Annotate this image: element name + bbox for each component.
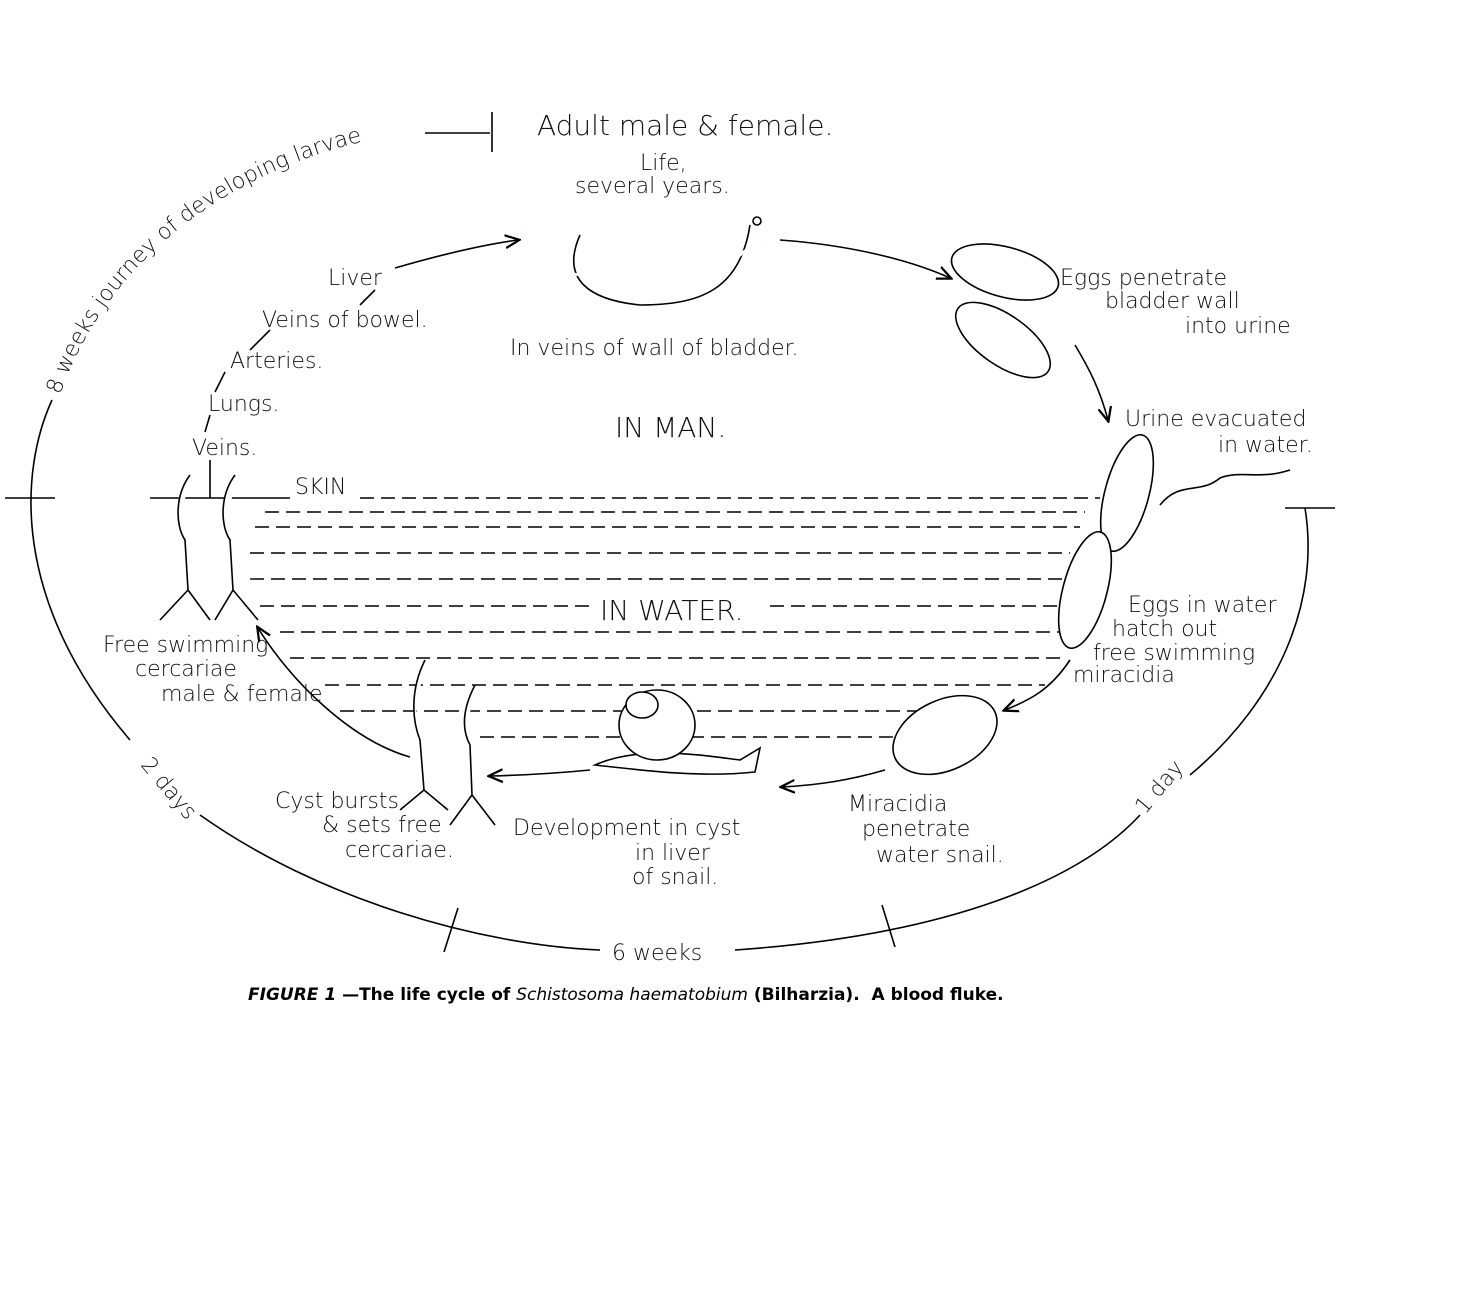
two-days-label: 2 days (135, 753, 201, 825)
development-1: Development in cyst (513, 816, 740, 841)
urine-2: in water. (1218, 433, 1313, 458)
miracidia-2: penetrate (862, 817, 970, 842)
cycle-arrows (204, 240, 1108, 787)
six-weeks-label: 6 weeks (612, 941, 702, 966)
step-lungs: Lungs. (208, 392, 279, 417)
life-label: Life, (640, 151, 687, 176)
hatch-2: hatch out (1112, 617, 1217, 642)
cercariae-1: Free swimming (103, 633, 268, 658)
adult-label: Adult male & female. (537, 109, 833, 142)
eggs-bladder-3: into urine (1185, 314, 1291, 339)
urine-1: Urine evacuated (1125, 407, 1306, 432)
step-veins-bowel: Veins of bowel. (262, 308, 428, 333)
miracidia-1: Miracidia (848, 792, 947, 817)
step-arteries: Arteries. (230, 349, 323, 374)
hatch-1: Eggs in water (1128, 593, 1277, 618)
development-3: of snail. (632, 865, 718, 890)
skin-label: SKIN (295, 475, 346, 500)
one-day-label: 1 day (1130, 756, 1189, 819)
cyst-3: cercariae. (345, 838, 454, 863)
hatch-4: miracidia (1073, 663, 1175, 688)
eggs-bladder-1: Eggs penetrate (1060, 266, 1227, 291)
cercariae-2: cercariae (135, 657, 237, 682)
cyst-2: & sets free (322, 813, 442, 838)
step-veins: Veins. (192, 436, 257, 461)
bladder-location-label: In veins of wall of bladder. (510, 336, 799, 361)
cercariae-drawing (159, 474, 496, 826)
cercariae-3: male & female (161, 682, 323, 707)
eggs-drawing (950, 243, 1291, 650)
figure-caption: FIGURE 1 —The life cycle of Schistosoma … (248, 985, 1004, 1005)
adult-worms-drawing (523, 216, 762, 306)
step-liver: Liver (328, 266, 383, 291)
miracidium-drawing (892, 694, 998, 776)
cycle-boundary (5, 112, 1335, 953)
hatch-3: free swimming (1093, 641, 1255, 666)
miracidia-3: water snail. (876, 843, 1004, 868)
water-lines (150, 497, 1100, 738)
snail-drawing (591, 689, 762, 775)
in-water-label: IN WATER. (600, 594, 743, 627)
development-2: in liver (635, 841, 711, 866)
in-man-label: IN MAN. (615, 411, 726, 444)
cyst-1: Cyst bursts (275, 789, 399, 814)
eggs-bladder-2: bladder wall (1105, 289, 1240, 314)
years-label: several years. (575, 174, 730, 199)
